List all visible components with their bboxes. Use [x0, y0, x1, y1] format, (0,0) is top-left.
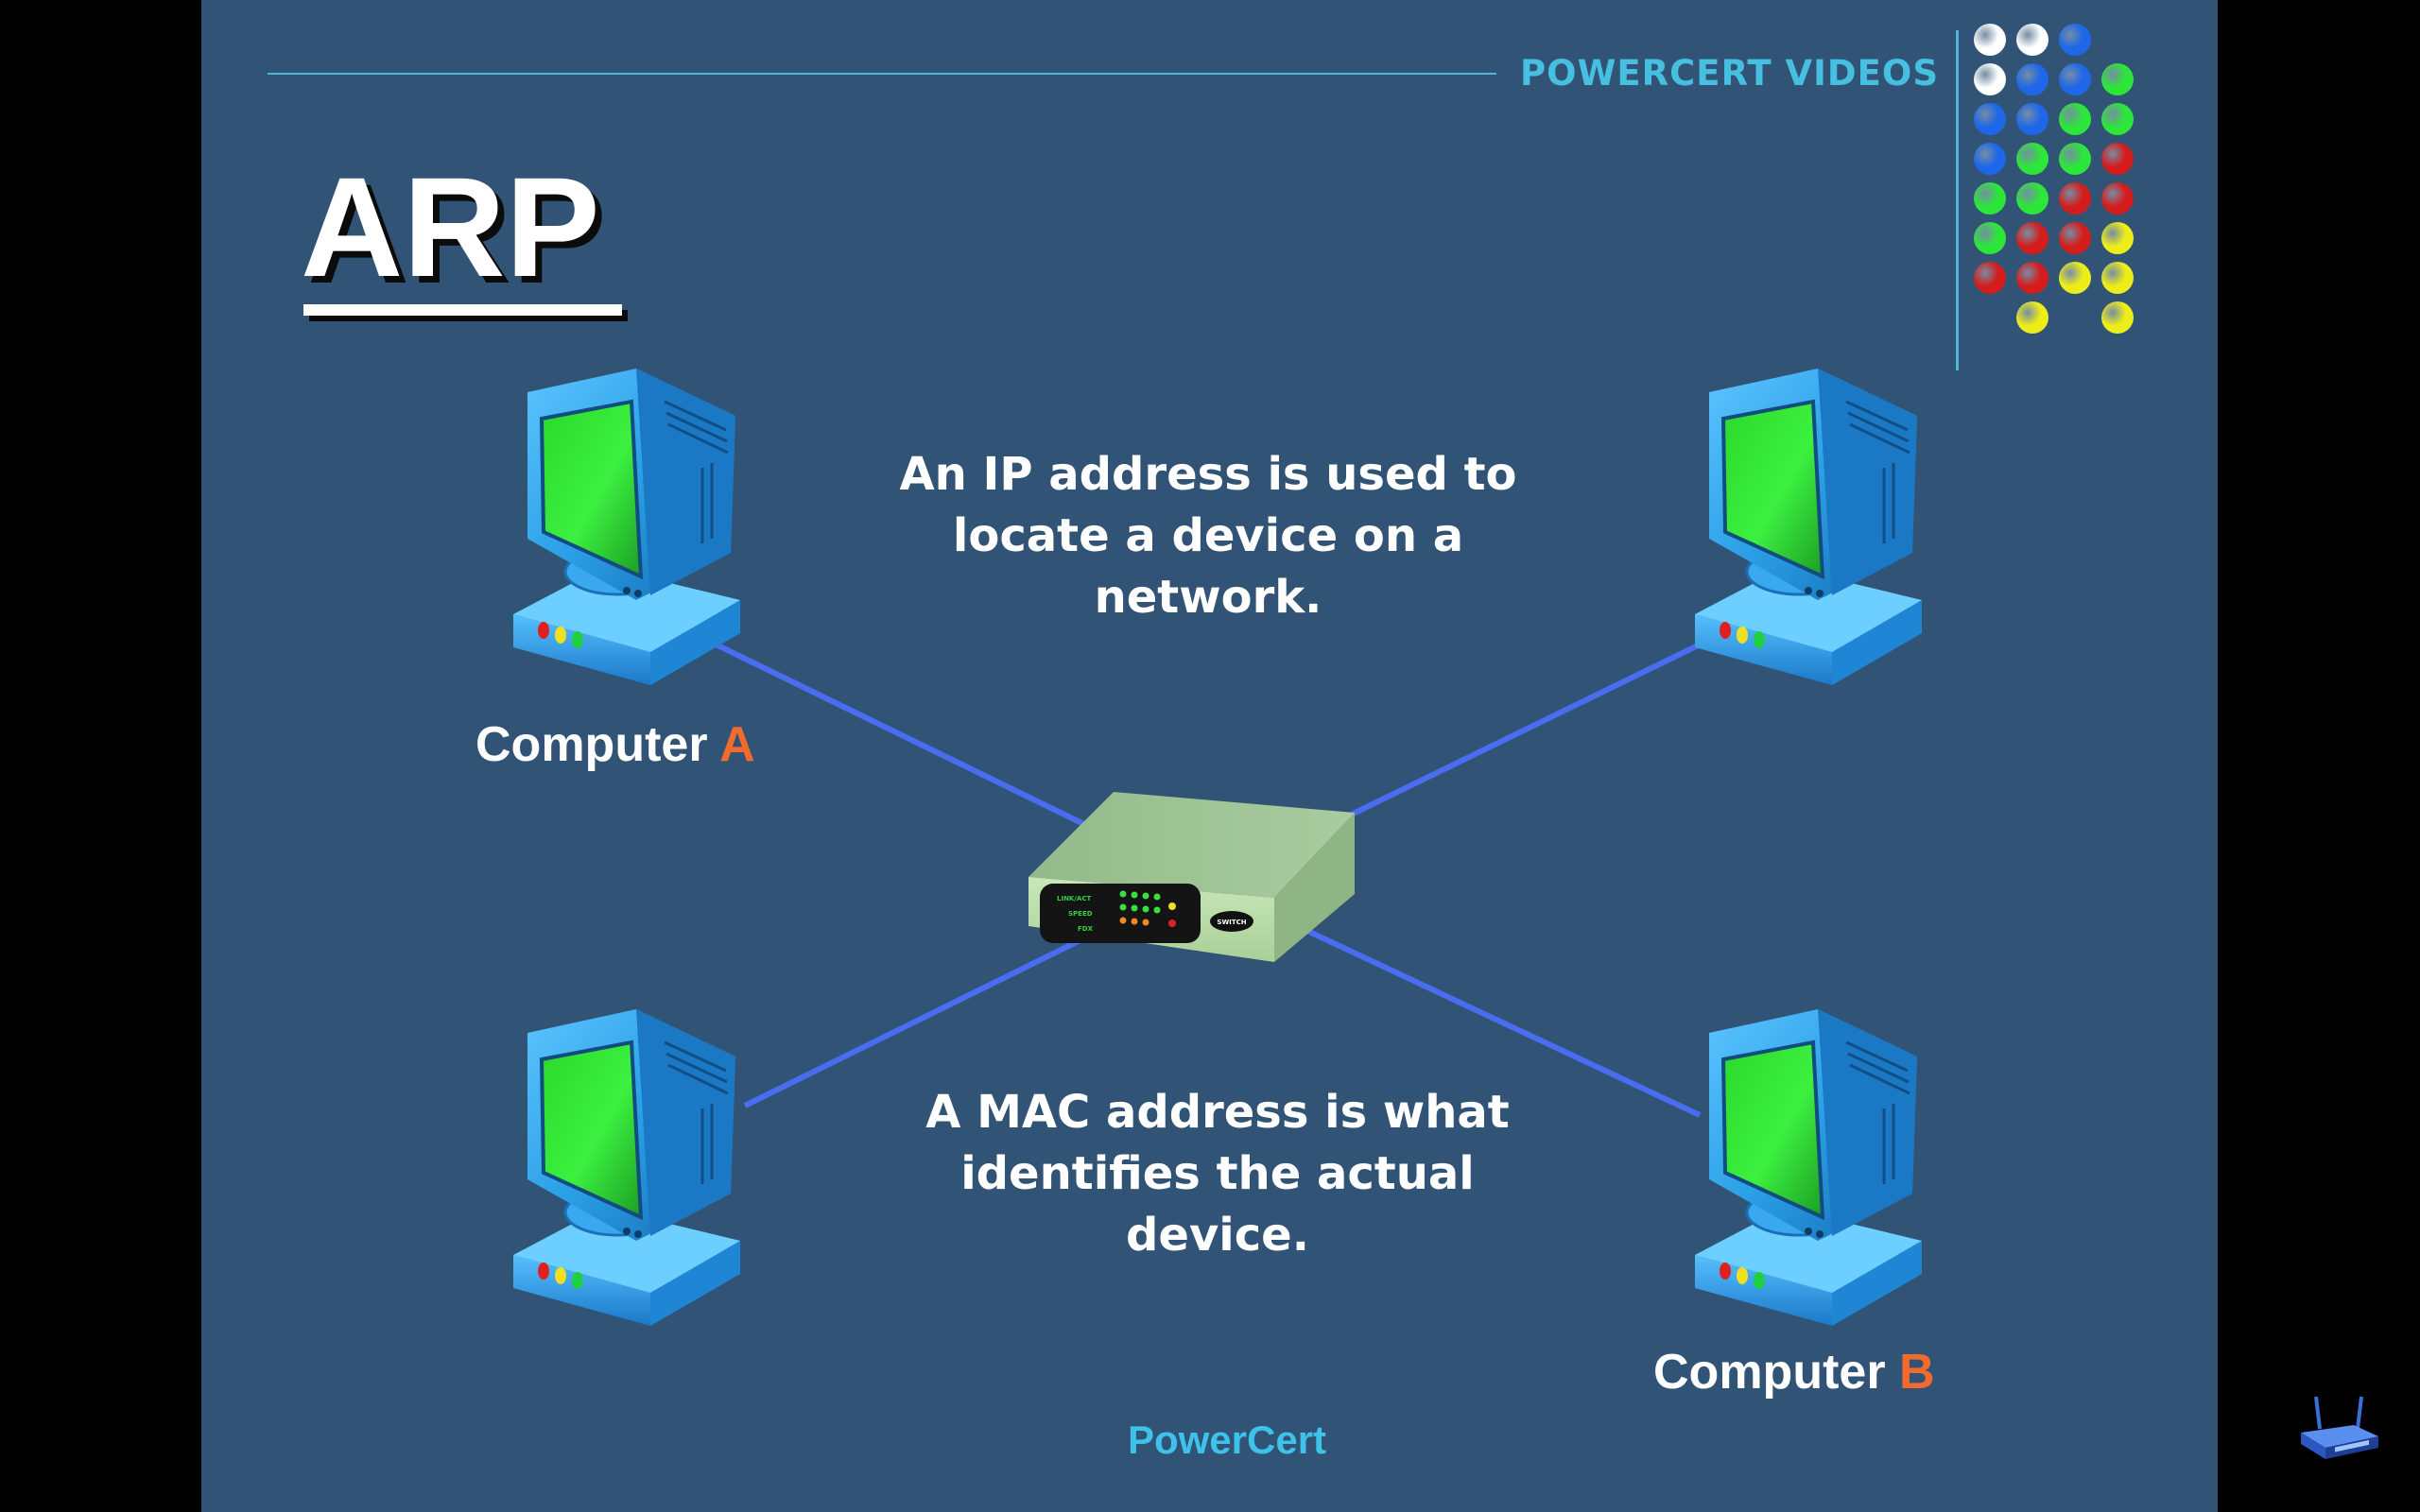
computer-a-name: Computer [475, 717, 720, 772]
decor-dot [2101, 262, 2134, 294]
computer-b-name: Computer [1653, 1345, 1899, 1400]
decor-dot [2101, 182, 2134, 215]
decor-dot [2101, 103, 2134, 135]
switch-label-linkact: LINK/ACT [1057, 895, 1091, 902]
header-divider [1956, 30, 1959, 370]
decor-dot [1974, 63, 2006, 95]
decor-dot [2101, 143, 2134, 175]
decor-dot [2059, 24, 2091, 56]
network-diagram: LINK/ACT SPEED FDX SWITCH [511, 367, 1924, 1326]
network-cables [700, 626, 1735, 1118]
slide: POWERCERT VIDEOS ARP [201, 0, 2218, 1512]
decor-dot [2016, 301, 2048, 334]
decor-dot [2059, 222, 2091, 254]
decor-dot [1974, 103, 2006, 135]
decor-dot [1974, 143, 2006, 175]
decor-dot [2101, 222, 2134, 254]
computer-a-letter: A [719, 717, 755, 772]
decor-dot [2016, 222, 2048, 254]
decor-dot [2016, 262, 2048, 294]
cable-bottom-left [743, 928, 1101, 1108]
decor-dot [1974, 222, 2006, 254]
switch-label-speed: SPEED [1068, 910, 1093, 918]
decor-dot [2059, 103, 2091, 135]
computer-b-label: Computer B [1653, 1344, 1935, 1400]
decor-dot [2059, 143, 2091, 175]
cable-computer-a [700, 635, 1101, 834]
decor-dot [1974, 262, 2006, 294]
computer-a [511, 367, 742, 685]
footer-brand: PowerCert [1127, 1418, 1327, 1462]
brand-logo-text: POWERCERT VIDEOS [1520, 53, 1940, 94]
decor-dot [2016, 182, 2048, 215]
decor-dot [2101, 63, 2134, 95]
network-switch: LINK/ACT SPEED FDX SWITCH [1028, 792, 1355, 962]
cable-computer-b [1305, 928, 1702, 1118]
slide-title: ARP [301, 147, 600, 306]
decor-dot [2059, 63, 2091, 95]
switch-label-fdx: FDX [1078, 925, 1094, 933]
decor-dot [2059, 262, 2091, 294]
computer-top-right [1693, 367, 1924, 685]
title-underline [303, 304, 622, 316]
decor-dot [2016, 63, 2048, 95]
decor-dot [2059, 182, 2091, 215]
computer-b-letter: B [1899, 1345, 1935, 1400]
cable-top-right [1334, 626, 1735, 825]
dot-grid-decoration [1974, 24, 2144, 364]
computer-b [1693, 1007, 1924, 1326]
computer-bottom-left [511, 1007, 742, 1326]
decor-dot [2016, 143, 2048, 175]
switch-badge: SWITCH [1217, 919, 1246, 926]
ip-address-caption: An IP address is used to locate a device… [899, 448, 1517, 624]
decor-dot [1974, 24, 2006, 56]
computer-a-label: Computer A [475, 716, 755, 773]
header-rule [268, 73, 1496, 75]
decor-dot [2016, 24, 2048, 56]
wireless-router-icon [2301, 1396, 2378, 1459]
decor-dot [2101, 301, 2134, 334]
decor-dot [1974, 182, 2006, 215]
decor-dot [2016, 103, 2048, 135]
mac-address-caption: A MAC address is what identifies the act… [925, 1086, 1510, 1262]
